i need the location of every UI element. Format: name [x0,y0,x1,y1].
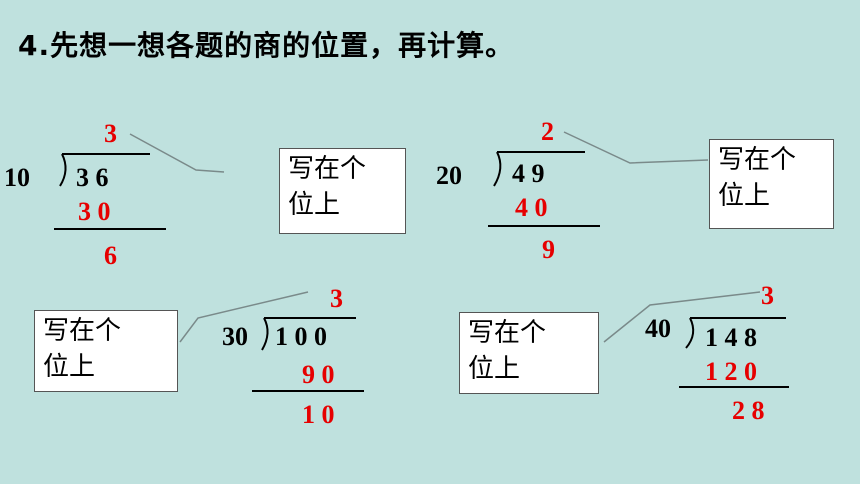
note-line: 位上 [718,181,771,211]
dividend: 1 4 8 [705,323,757,352]
note-line: 写在个 [718,145,797,175]
subtraction-line [252,390,364,392]
dividend: 1 0 0 [275,322,327,351]
subtraction-line [488,225,600,227]
divisor: 20 [436,161,462,190]
note-line: 写在个 [468,318,547,348]
dividend: 4 9 [512,159,545,188]
dividend: 3 6 [76,163,109,192]
product: 3 0 [78,197,111,226]
divisor: 10 [4,163,30,192]
note-line: 写在个 [43,316,122,346]
note-box-3: 写在个 位上 [34,310,178,392]
product: 9 0 [302,360,335,389]
product: 1 2 0 [705,357,757,386]
note-line: 位上 [43,352,96,382]
divisor: 30 [222,322,248,351]
note-line: 位上 [468,354,521,384]
product: 4 0 [515,193,548,222]
divisor: 40 [645,314,671,343]
note-box-1: 写在个 位上 [279,148,406,234]
subtraction-line [54,228,166,230]
quotient: 3 [330,284,343,313]
subtraction-line [679,386,789,388]
remainder: 1 0 [302,400,335,429]
remainder: 9 [542,235,555,264]
quotient: 3 [761,281,774,310]
note-line: 写在个 [288,154,367,184]
quotient: 3 [104,119,117,148]
quotient: 2 [541,117,554,146]
note-box-2: 写在个 位上 [709,139,834,229]
remainder: 2 8 [732,396,765,425]
note-box-4: 写在个 位上 [459,312,599,394]
remainder: 6 [104,241,117,270]
page-title: 4.先想一想各题的商的位置，再计算。 [18,29,515,62]
note-line: 位上 [288,190,341,220]
